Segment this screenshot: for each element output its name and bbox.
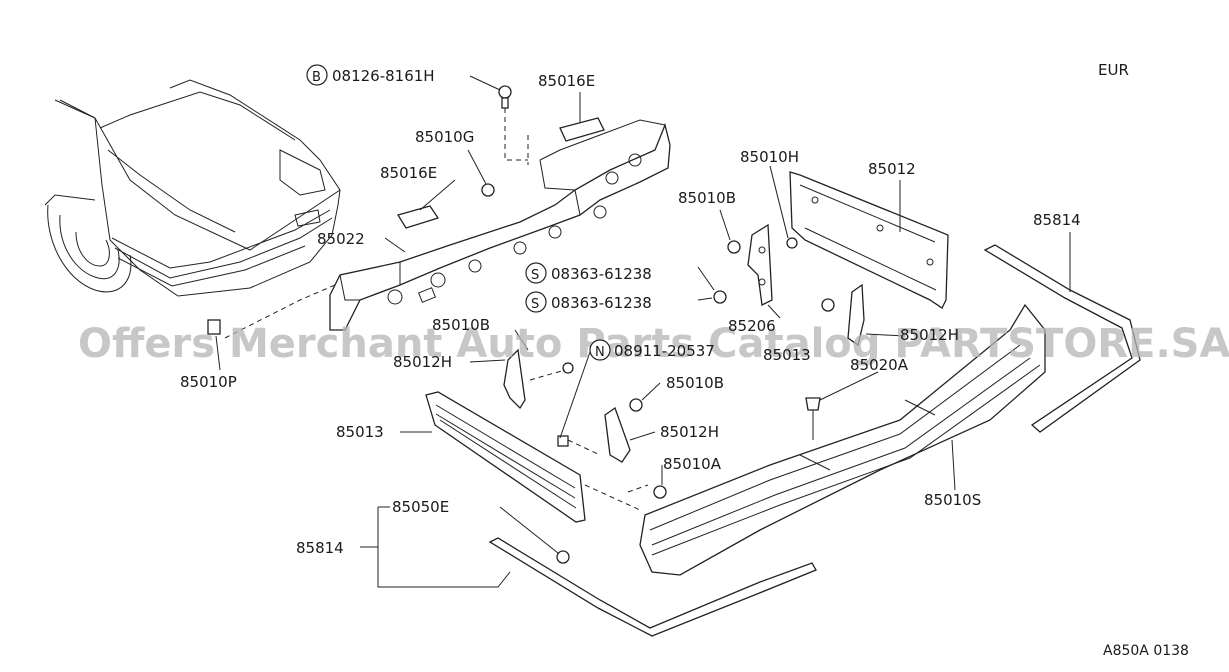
- label-85814-left: 85814: [296, 539, 344, 557]
- screw-icon: [821, 298, 835, 312]
- label-85206: 85206: [728, 317, 776, 335]
- vehicle-rear-illustration: [44, 79, 341, 297]
- screw-prefix-1: S: [531, 268, 539, 283]
- side-bracket-85012: [789, 171, 949, 309]
- label-85013-left: 85013: [336, 423, 384, 441]
- label-85020A: 85020A: [850, 356, 909, 374]
- label-85010A: 85010A: [663, 455, 722, 473]
- clip-icon: [207, 319, 221, 335]
- nut-prefix-circle: [589, 339, 611, 361]
- bracket-85206: [747, 223, 773, 306]
- washer-icon: [481, 183, 495, 197]
- molding-strip-85814-right: [983, 244, 1141, 433]
- screw-icon: [713, 290, 727, 304]
- screw-icon-85020A: [805, 397, 821, 440]
- nut-icon: [557, 435, 569, 447]
- screw-prefix-circle-1: [525, 262, 547, 284]
- leader-lines: [215, 75, 1071, 588]
- bolt-icon: [498, 85, 512, 109]
- bolt-prefix: B: [312, 70, 321, 85]
- label-85814-right: 85814: [1033, 211, 1081, 229]
- label-85016E-top: 85016E: [538, 72, 595, 90]
- label-08363-61238-b: 08363-61238: [551, 294, 652, 312]
- label-85012H-right: 85012H: [900, 326, 959, 344]
- watermark-text: Offers Merchant Auto Parts Catalog PARTS…: [78, 321, 1229, 367]
- label-85010H: 85010H: [740, 148, 799, 166]
- figure-code: A850A 0138: [1103, 643, 1189, 659]
- pad-85016E-mid: [396, 205, 440, 229]
- label-85022: 85022: [317, 230, 365, 248]
- clip-icon-85050E: [556, 550, 570, 564]
- label-85010B-left: 85010B: [432, 316, 490, 334]
- label-85010S: 85010S: [924, 491, 981, 509]
- label-08126-8161H: 08126-8161H: [332, 67, 435, 85]
- label-85016E-mid: 85016E: [380, 164, 437, 182]
- molding-strip-85814-left: [488, 537, 817, 637]
- nut-prefix: N: [595, 345, 605, 360]
- label-85010G: 85010G: [415, 128, 474, 146]
- bracket-85012H-left: [503, 348, 526, 410]
- screw-prefix-circle-2: [525, 291, 547, 313]
- label-85012: 85012: [868, 160, 916, 178]
- label-85010B-center: 85010B: [678, 189, 736, 207]
- clip-icon-85010H: [786, 237, 798, 249]
- label-85012H-left: 85012H: [393, 353, 452, 371]
- label-08363-61238-a: 08363-61238: [551, 265, 652, 283]
- bracket-85012H-right: [847, 283, 865, 347]
- bracket-85012H-lower: [604, 406, 631, 463]
- rear-bumper-cover-85010S: [639, 303, 1046, 576]
- clip-icon-85010A: [653, 485, 667, 499]
- label-08911-20537: 08911-20537: [614, 342, 715, 360]
- bumper-reinforcement-85022: [329, 119, 671, 331]
- screw-icon: [629, 398, 643, 412]
- region-label: EUR: [1098, 61, 1129, 79]
- screw-icon: [727, 240, 741, 254]
- bumper-side-85013: [425, 391, 586, 523]
- screw-prefix-2: S: [531, 297, 539, 312]
- label-85050E: 85050E: [392, 498, 449, 516]
- label-85013-right: 85013: [763, 346, 811, 364]
- label-85010B-lower: 85010B: [666, 374, 724, 392]
- pad-85016E-top: [559, 117, 605, 142]
- label-85010P: 85010P: [180, 373, 237, 391]
- label-85012H-lower: 85012H: [660, 423, 719, 441]
- bolt-prefix-circle: [306, 64, 328, 86]
- screw-icon: [562, 362, 574, 374]
